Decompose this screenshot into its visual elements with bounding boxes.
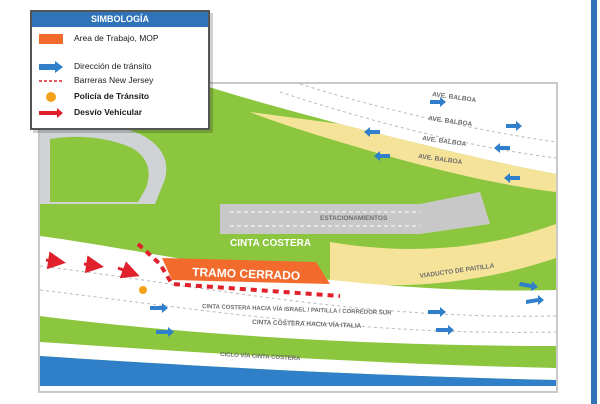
detour-arrow: [117, 261, 140, 279]
legend-item-traffic-direction: Dirección de tránsito: [32, 60, 208, 74]
legend-label: Area de Trabajo, MOP: [74, 33, 159, 43]
traffic-direction-arrows: [150, 97, 544, 337]
legend-title: SIMBOLOGÍA: [32, 12, 208, 27]
legend-item-work-area: Area de Trabajo, MOP: [32, 32, 208, 46]
legend-label: Desvío Vehicular: [74, 107, 143, 117]
legend-box: SIMBOLOGÍA Area de Trabajo, MOP Direcció…: [30, 10, 210, 130]
new-jersey-barrier: [136, 242, 341, 298]
closed-section: [162, 258, 330, 284]
parking-structure: [220, 192, 490, 234]
cycle-path: [40, 342, 556, 380]
legend-item-barriers: Barreras New Jersey: [32, 74, 208, 88]
red-arrow-icon: [39, 108, 63, 118]
legend-label: Barreras New Jersey: [74, 75, 154, 85]
barrier-line-icon: [39, 80, 63, 82]
water: [40, 356, 556, 386]
detour-arrow: [83, 255, 104, 274]
label-parking: ESTACIONAMIENTOS: [320, 215, 388, 222]
legend-label: Policía de Tránsito: [74, 91, 150, 101]
ave-balboa-road: [200, 84, 556, 174]
viaducto-strip: [330, 224, 556, 286]
map-canvas: AVE. BALBOA AVE. BALBOA AVE. BALBOA AVE.…: [39, 83, 557, 386]
work-area-icon: [39, 34, 63, 44]
legend-item-police: Policía de Tránsito: [32, 90, 208, 104]
map-area: AVE. BALBOA AVE. BALBOA AVE. BALBOA AVE.…: [38, 82, 558, 393]
frame-border: [591, 0, 597, 404]
detour-arrow: [45, 251, 66, 270]
sand-strip-upper: [250, 112, 556, 192]
police-dot-icon: [46, 92, 56, 102]
traffic-police-marker: [139, 286, 147, 294]
label-cinta-costera: CINTA COSTERA: [230, 238, 311, 249]
legend-label: Dirección de tránsito: [74, 61, 152, 71]
blue-arrow-icon: [39, 61, 63, 73]
legend-item-detour: Desvío Vehicular: [32, 106, 208, 120]
closed-section-label: TRAMO CERRADO: [192, 265, 300, 283]
